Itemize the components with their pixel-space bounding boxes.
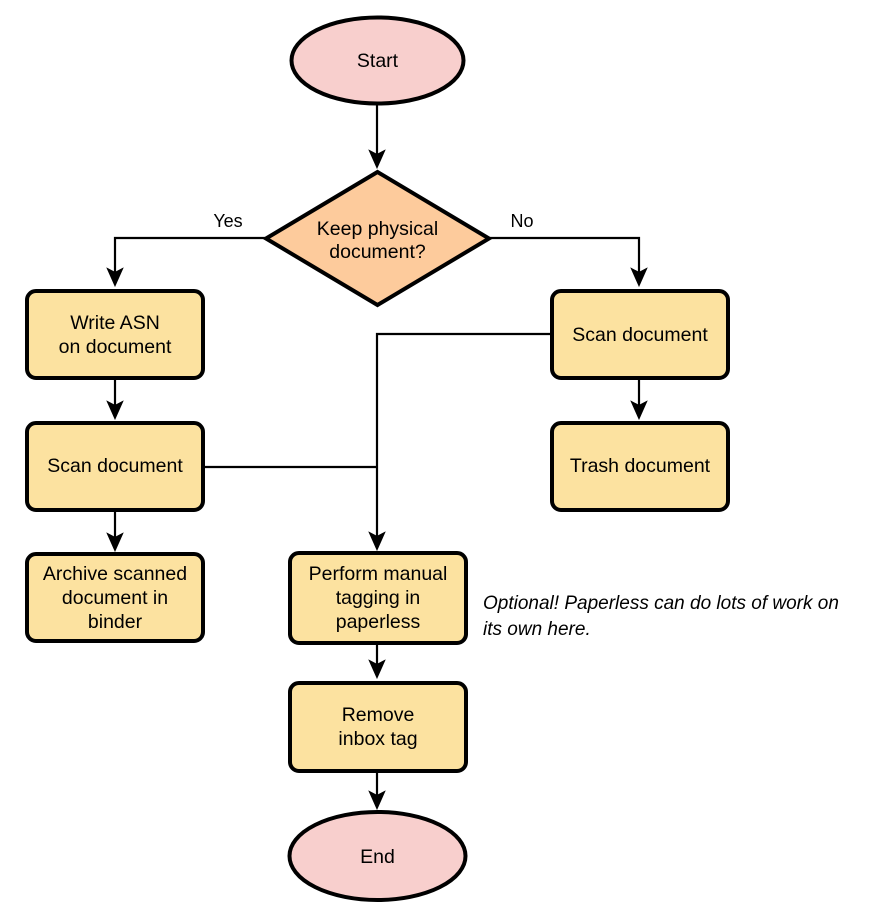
write-asn-label-line2: on document: [59, 336, 172, 358]
node-remove-inbox-tag[interactable]: Remove inbox tag: [288, 681, 468, 773]
edge-scan-right-to-tagging: [368, 332, 553, 552]
annotation-line1: Optional! Paperless can do lots of work …: [483, 593, 839, 614]
edge-label-yes: Yes: [213, 211, 242, 231]
tagging-label-line2: tagging in: [336, 587, 421, 609]
end-ellipse-shape[interactable]: [287, 810, 468, 902]
node-start[interactable]: Start: [289, 15, 466, 106]
node-trash-document[interactable]: Trash document: [550, 421, 730, 512]
annotation-optional-note: Optional! Paperless can do lots of work …: [483, 593, 839, 640]
edge-decision-yes-to-write-asn: [106, 236, 265, 288]
trash-document-label: Trash document: [570, 455, 711, 477]
archive-label-line2: document in: [62, 587, 168, 609]
archive-rect-shape[interactable]: [25, 552, 205, 643]
node-decision-keep-physical-document[interactable]: Keep physical document?: [262, 169, 493, 308]
scan-document-left-rect-shape[interactable]: [25, 421, 205, 512]
start-ellipse-shape[interactable]: [289, 15, 466, 106]
edge-labels-layer: Yes No: [213, 211, 533, 231]
end-label: End: [360, 846, 395, 868]
annotation-line2: its own here.: [483, 619, 591, 640]
node-perform-manual-tagging[interactable]: Perform manual tagging in paperless: [288, 551, 468, 645]
archive-label-line3: binder: [88, 611, 143, 633]
edge-label-no: No: [510, 211, 533, 231]
remove-inbox-label-line2: inbox tag: [338, 728, 417, 750]
write-asn-label-line1: Write ASN: [70, 312, 160, 334]
connectors-layer: [106, 104, 648, 811]
scan-document-right-rect-shape[interactable]: [550, 289, 730, 380]
node-write-asn-on-document[interactable]: Write ASN on document: [25, 289, 205, 380]
trash-document-rect-shape[interactable]: [550, 421, 730, 512]
remove-inbox-rect-shape[interactable]: [288, 681, 468, 773]
edge-decision-no-to-scan-right: [490, 236, 648, 288]
tagging-label-line1: Perform manual: [309, 563, 448, 585]
start-label: Start: [357, 50, 399, 72]
remove-inbox-label-line1: Remove: [342, 704, 415, 726]
node-scan-document-left[interactable]: Scan document: [25, 421, 205, 512]
decision-label-line2: document?: [329, 241, 426, 263]
archive-label-line1: Archive scanned: [43, 563, 187, 585]
node-archive-scanned-document[interactable]: Archive scanned document in binder: [25, 552, 205, 643]
scan-document-right-label: Scan document: [572, 324, 708, 346]
tagging-label-line3: paperless: [336, 611, 421, 633]
write-asn-rect-shape[interactable]: [25, 289, 205, 380]
decision-label-line1: Keep physical: [317, 218, 438, 240]
node-scan-document-right[interactable]: Scan document: [550, 289, 730, 380]
decision-diamond-shape[interactable]: [262, 169, 493, 308]
tagging-rect-shape[interactable]: [288, 551, 468, 645]
scan-document-left-label: Scan document: [47, 455, 183, 477]
node-end[interactable]: End: [287, 810, 468, 902]
